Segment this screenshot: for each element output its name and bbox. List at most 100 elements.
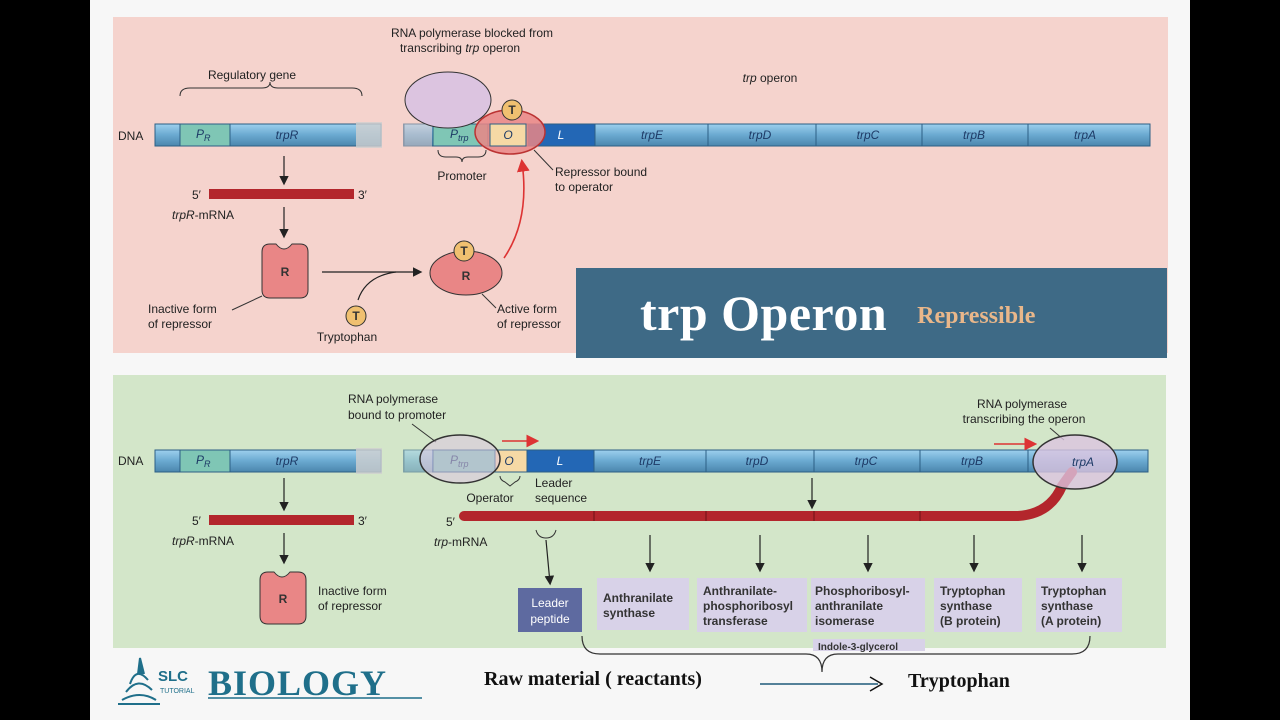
regulatory-gene-bracket [179, 81, 363, 97]
inactive-repressor-pointer-top [231, 295, 263, 311]
dna-label-top: DNA [118, 129, 143, 143]
trp-mrna-label: trp-mRNA [434, 535, 487, 549]
inactive-repressor-label-top-line1: Inactive form [148, 302, 217, 316]
gene-trpC-top: trpC [857, 128, 880, 142]
polymerase-transcribing-label-line2: transcribing the operon [963, 412, 1086, 426]
gene-trpA-bottom: trpA [1072, 455, 1094, 469]
leader-peptide-arrow [544, 539, 555, 586]
enzyme-2-line2: phosphoribosyl [703, 599, 793, 613]
mrna-5-top: 5′ [192, 188, 202, 202]
gene-trpD-bottom: trpD [746, 454, 769, 468]
tryptophan-free-letter: T [352, 309, 360, 323]
slc-logo-subtext: TUTORIAL [160, 688, 195, 695]
polymerase-bound-pointer [411, 423, 437, 443]
mrna-3-bottom: 3′ [358, 514, 368, 528]
polymerase-bound-label-line1: RNA polymerase [348, 392, 438, 406]
gene-trpE-top: trpE [641, 128, 664, 142]
trp-mrna-5: 5′ [446, 515, 456, 529]
enzyme-5-line2: synthase [1041, 599, 1093, 613]
leader-peptide-bracket [535, 529, 557, 539]
tryptophan-curve [357, 271, 397, 301]
gene-trpB-bottom: trpB [961, 454, 983, 468]
operator-label-below: Operator [466, 491, 513, 505]
leader-box-bottom [526, 449, 595, 473]
rna-polymerase-transcribing [1032, 434, 1118, 490]
leader-peptide-line1: Leader [531, 596, 568, 610]
gene-trpA-top: trpA [1074, 128, 1096, 142]
mrna-5-bottom: 5′ [192, 514, 202, 528]
enzyme-1-line2: synthase [603, 606, 655, 620]
active-repressor-letter: R [462, 269, 471, 283]
active-repressor-label-line2: of repressor [497, 317, 561, 331]
pr-label-bottom: PR [196, 453, 211, 469]
inactive-repressor-label-bottom-line1: Inactive form [318, 584, 387, 598]
tryptophan-bound-ball [501, 99, 523, 121]
tryptophan-label: Tryptophan [317, 330, 377, 344]
polymerase-bound-label-line2: bound to promoter [348, 408, 446, 422]
dna-label-bottom: DNA [118, 454, 143, 468]
leader-label-top: L [558, 128, 565, 142]
trpR-mrna-bottom [209, 515, 354, 525]
gene-trpC-bottom: trpC [855, 454, 878, 468]
enzyme-4-line3: (B protein) [940, 614, 1001, 628]
enzyme-box-5 [1036, 578, 1122, 632]
dna-break-bottom [356, 448, 382, 474]
gene-trpE-bottom: trpE [639, 454, 662, 468]
inactive-repressor-top [261, 243, 309, 299]
mrna-3-top: 3′ [358, 188, 368, 202]
enzyme-1-line1: Anthranilate [603, 591, 673, 605]
enzyme-box-3 [811, 578, 925, 632]
tryptophan-on-active-letter: T [460, 244, 468, 258]
enzymes-bracket [581, 635, 1091, 673]
product-tryptophan-label: Tryptophan [908, 670, 1010, 692]
rna-polymerase-bound [419, 434, 501, 484]
title-banner: trp Operon Repressible [576, 268, 1167, 358]
enzyme-2-line1: Anthranilate- [703, 584, 777, 598]
slc-logo-icon [118, 657, 160, 705]
polymerase-blocked-label-line1: RNA polymerase blocked from [391, 26, 553, 40]
hidden-enzyme-fragment: Indole-3-glycerol [818, 642, 898, 653]
promoter-label-top: Promoter [437, 169, 486, 183]
active-repressor-pointer [481, 293, 497, 309]
tryptophan-free-ball [345, 305, 367, 327]
enzyme-4-line1: Tryptophan [940, 584, 1005, 598]
leader-label-bottom: L [557, 454, 564, 468]
enzyme-box-1 [597, 578, 689, 630]
trpR-mrna-top [209, 189, 354, 199]
repressor-bound-pointer [533, 149, 554, 171]
enzyme-3-line2: anthranilate [815, 599, 883, 613]
trpR-mrna-label-bottom: trpR-mRNA [172, 534, 234, 548]
leader-peptide-line2: peptide [530, 612, 570, 626]
polymerase-blocked-label-line2: transcribing trp operon [400, 41, 520, 55]
operator-box-overlay-top [489, 123, 527, 147]
leader-sequence-label-line2: sequence [535, 491, 587, 505]
tryptophan-on-active-repressor [453, 240, 475, 262]
ptrp-label-top: Ptrp [450, 127, 469, 143]
promoter-pr-box-top [179, 123, 231, 147]
enzyme-2-line3: transferase [703, 614, 768, 628]
tryptophan-bound-letter: T [508, 103, 516, 117]
gene-trpB-top: trpB [963, 128, 985, 142]
inactive-repressor-label-bottom-line2: of repressor [318, 599, 382, 613]
inactive-repressor-label-top-line2: of repressor [148, 317, 212, 331]
leader-peptide-box [518, 588, 582, 632]
slc-logo-text: SLC [158, 668, 188, 685]
inactive-repressor-letter-top: R [281, 265, 290, 279]
reaction-arrow-head [869, 676, 884, 692]
operator-bracket [499, 475, 521, 487]
leader-sequence-label-line1: Leader [535, 476, 572, 490]
trpR-gene-label-top: trpR [276, 128, 299, 142]
trp-operon-label: trp operon [743, 71, 798, 85]
banner-subtitle: Repressible [917, 302, 1036, 329]
repressor-bound-label-line2: to operator [555, 180, 613, 194]
enzyme-box-2 [697, 578, 807, 632]
enzyme-3-line3: isomerase [815, 614, 875, 628]
enzyme-5-line3: (A protein) [1041, 614, 1101, 628]
rna-polymerase-blocked [404, 71, 492, 129]
active-repressor-label-line1: Active form [497, 302, 557, 316]
raw-material-label: Raw material ( reactants) [484, 668, 702, 690]
inactive-repressor-letter-bottom: R [279, 592, 288, 606]
pr-label-top: PR [196, 127, 211, 143]
trpR-mrna-label-top: trpR-mRNA [172, 208, 234, 222]
